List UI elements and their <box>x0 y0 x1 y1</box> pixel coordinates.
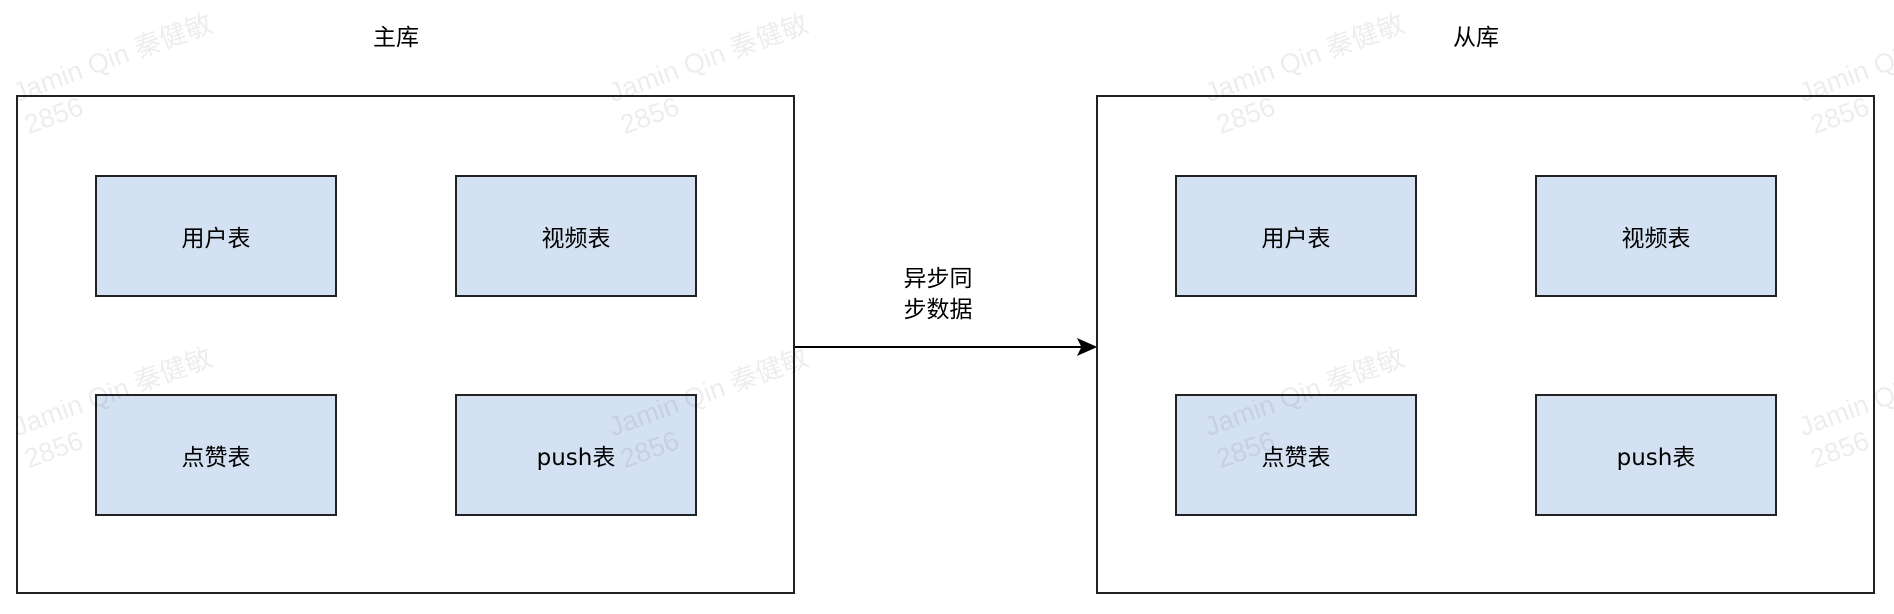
primary-db-container[interactable] <box>16 95 795 594</box>
primary-db-title: 主库 <box>373 25 419 51</box>
arrowhead-icon <box>1076 337 1098 357</box>
sync-edge-label-line1: 异步同 <box>903 266 973 292</box>
primary-table-push[interactable]: push表 <box>455 394 697 516</box>
primary-table-users[interactable]: 用户表 <box>95 175 337 297</box>
replica-table-push[interactable]: push表 <box>1535 394 1777 516</box>
sync-edge-label: 异步同 步数据 <box>868 264 1008 326</box>
replica-table-videos[interactable]: 视频表 <box>1535 175 1777 297</box>
sync-edge-label-line2: 步数据 <box>903 297 973 323</box>
replica-db-container[interactable] <box>1096 95 1875 594</box>
primary-table-videos[interactable]: 视频表 <box>455 175 697 297</box>
primary-table-likes[interactable]: 点赞表 <box>95 394 337 516</box>
replica-table-likes[interactable]: 点赞表 <box>1175 394 1417 516</box>
replica-db-title: 从库 <box>1453 25 1499 51</box>
replica-table-users[interactable]: 用户表 <box>1175 175 1417 297</box>
